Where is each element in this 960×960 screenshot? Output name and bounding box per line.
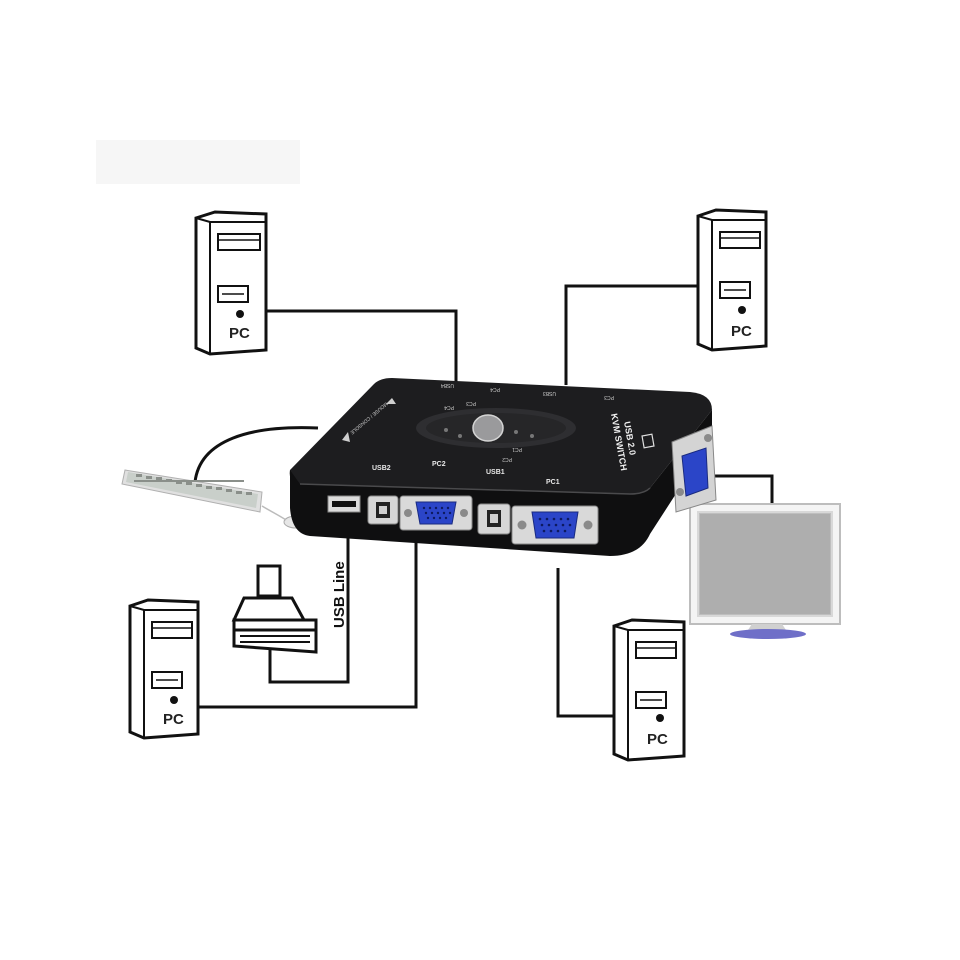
button-label-pc3: PC3 xyxy=(466,400,476,406)
line-usb xyxy=(268,520,350,684)
rear-label-usb3: USB3 xyxy=(543,390,556,396)
arrow-icon xyxy=(342,432,350,442)
usb-b-port-2[interactable] xyxy=(367,495,399,525)
led-indicator-icon xyxy=(530,434,534,438)
usb-connector xyxy=(231,564,318,654)
front-label-usb1: USB1 xyxy=(486,469,505,476)
pc-label: PC xyxy=(647,731,668,748)
usb-line-label: USB Line xyxy=(331,561,348,628)
button-label-pc1: PC1 xyxy=(512,446,522,452)
power-button-icon xyxy=(236,310,244,318)
pc-label: PC xyxy=(731,323,752,340)
led-indicator-icon xyxy=(458,434,462,438)
front-label-pc2: PC2 xyxy=(432,461,446,468)
monitor-logo-icon xyxy=(641,433,655,449)
led-indicator-icon xyxy=(444,428,448,432)
monitor-stand xyxy=(730,629,806,639)
faint-background-block xyxy=(96,140,300,184)
vga-port-console[interactable] xyxy=(671,425,717,513)
line-bottom-right-pc xyxy=(556,568,614,718)
front-label-pc1: PC1 xyxy=(546,479,560,486)
power-button-icon xyxy=(656,714,664,722)
pc-label: PC xyxy=(163,711,184,728)
kvm-switch: PC4 PC3 PC2 PC1 USB4 PC4 USB3 PC3 MOUSE … xyxy=(289,378,717,556)
front-label-usb2: USB2 xyxy=(372,465,391,472)
line-top-left-pc xyxy=(266,309,458,385)
monitor xyxy=(689,503,841,639)
pc-tower-bottom-left: PC xyxy=(128,598,200,740)
button-label-pc2: PC2 xyxy=(502,456,512,462)
arrow-icon xyxy=(386,398,396,404)
pc-tower-top-right: PC xyxy=(696,208,768,352)
led-indicator-icon xyxy=(514,430,518,434)
rear-label-pc3: PC3 xyxy=(604,394,614,400)
connection-lines xyxy=(198,284,774,718)
rear-label-pc4: PC4 xyxy=(490,386,500,392)
usb-b-port-1[interactable] xyxy=(477,503,511,535)
power-button-icon xyxy=(738,306,746,314)
button-label-pc4: PC4 xyxy=(444,404,454,410)
keyboard xyxy=(121,469,309,529)
pc-label: PC xyxy=(229,325,250,342)
power-button-icon xyxy=(170,696,178,704)
vga-port-1[interactable] xyxy=(511,505,599,545)
line-top-right-pc xyxy=(564,284,698,385)
usb-a-port[interactable] xyxy=(327,495,361,513)
switch-select-button[interactable] xyxy=(472,414,504,442)
vga-port-2[interactable] xyxy=(399,495,473,531)
keyboard-cable xyxy=(193,426,319,483)
line-bottom-left-pc xyxy=(198,535,418,709)
pc-tower-bottom-right: PC xyxy=(612,618,686,762)
rear-label-usb4: USB4 xyxy=(441,382,454,388)
pc-tower-top-left: PC xyxy=(194,210,268,356)
line-monitor xyxy=(704,474,774,505)
